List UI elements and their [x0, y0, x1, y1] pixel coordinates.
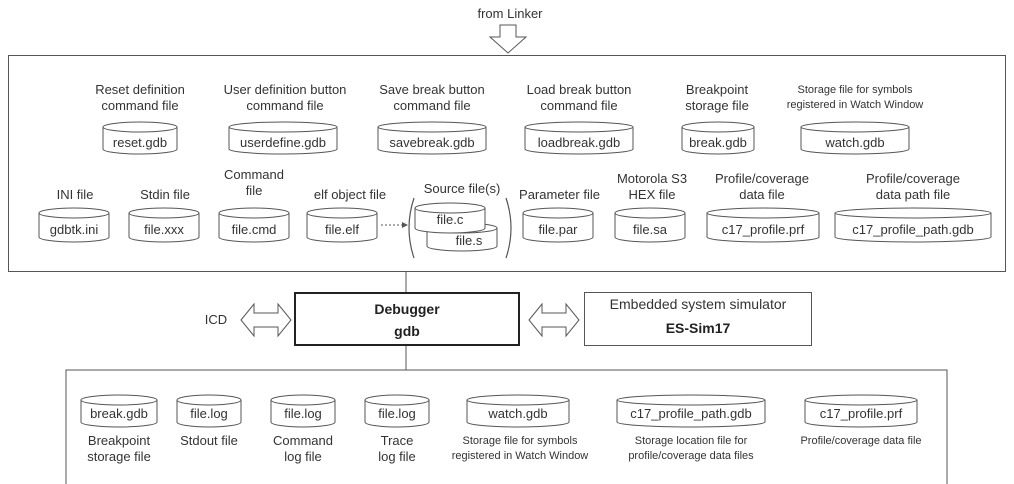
output-label-stdout: Stdout file	[180, 433, 238, 448]
debugger-subtitle: gdb	[394, 323, 420, 339]
file-cylinder-loadbreak: loadbreak.gdb	[524, 121, 634, 155]
debugger-box: Debugger gdb	[294, 292, 520, 346]
file-cylinder-stdin: file.xxx	[128, 207, 200, 243]
output-cylinder-watch: watch.gdb	[466, 394, 570, 428]
file-cylinder-savebreak: savebreak.gdb	[377, 121, 487, 155]
file-cylinder-source-c: file.c	[414, 202, 486, 234]
output-cylinder-cmdlog: file.log	[270, 394, 336, 428]
file-cylinder-elf: file.elf	[306, 207, 378, 243]
simulator-box: Embedded system simulator ES-Sim17	[584, 292, 812, 346]
input-label-source: Source file(s)	[423, 181, 501, 196]
input-label-stdin: Stdin file	[140, 187, 190, 202]
file-cylinder-par: file.par	[522, 207, 594, 243]
file-cylinder-break: break.gdb	[681, 121, 755, 155]
source-group-brackets	[408, 197, 512, 259]
left-double-arrow-icon	[240, 302, 292, 338]
output-cylinder-stdout: file.log	[176, 394, 242, 428]
file-cylinder-watch: watch.gdb	[800, 121, 910, 155]
file-cylinder-ini: gdbtk.ini	[38, 207, 110, 243]
file-cylinder-reset: reset.gdb	[102, 121, 178, 155]
output-label-profile: Profile/coverage data file	[800, 435, 922, 447]
icd-label: ICD	[204, 312, 228, 327]
output-cylinder-break: break.gdb	[80, 394, 158, 428]
file-cylinder-profile: c17_profile.prf	[706, 207, 820, 243]
input-label-ini: INI file	[56, 187, 94, 202]
input-label-elf: elf object file	[313, 187, 387, 202]
simulator-subtitle: ES-Sim17	[665, 320, 731, 336]
file-cylinder-userdefine: userdefine.gdb	[228, 121, 338, 155]
file-cylinder-profile-path: c17_profile_path.gdb	[834, 207, 992, 243]
debugger-title: Debugger	[374, 301, 440, 317]
input-label-parameter: Parameter file	[519, 187, 600, 202]
simulator-title: Embedded system simulator	[609, 296, 787, 312]
output-cylinder-profile-path: c17_profile_path.gdb	[616, 394, 766, 428]
file-cylinder-sa: file.sa	[614, 207, 686, 243]
from-linker-label: from Linker	[477, 6, 543, 21]
file-cylinder-command: file.cmd	[218, 207, 290, 243]
dotted-arrow-icon	[381, 222, 408, 228]
right-double-arrow-icon	[528, 302, 580, 338]
output-cylinder-profile: c17_profile.prf	[804, 394, 918, 428]
down-arrow-icon	[488, 24, 528, 54]
output-cylinder-tracelog: file.log	[364, 394, 430, 428]
